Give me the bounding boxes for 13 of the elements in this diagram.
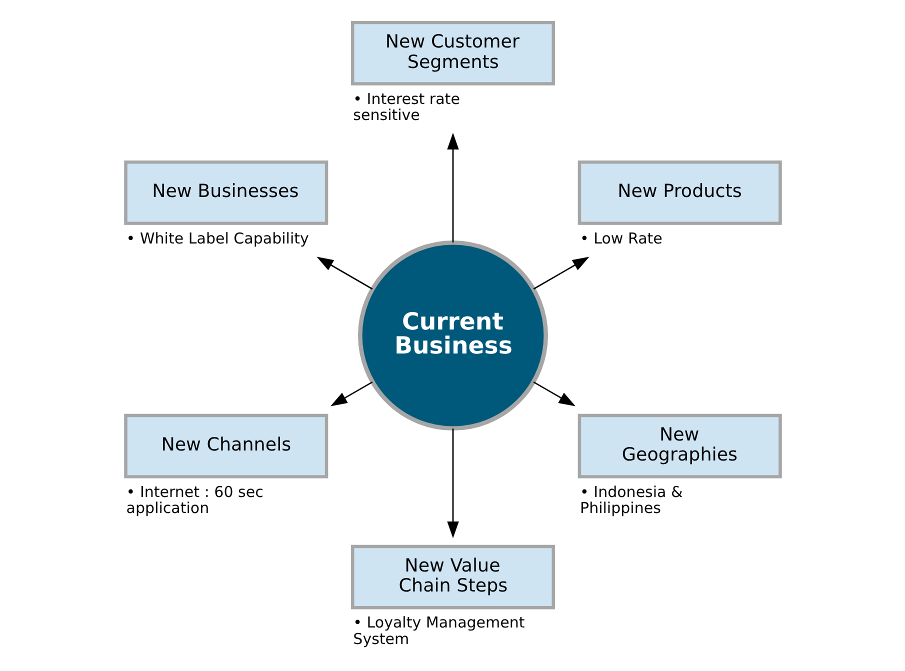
node-label: • Low Rate	[580, 229, 662, 248]
arrow	[532, 381, 576, 406]
arrow	[532, 256, 589, 290]
arrow	[330, 381, 372, 406]
node-circle: Current Business	[358, 240, 548, 430]
arrow	[446, 132, 458, 242]
arrow	[446, 428, 458, 538]
node-label: • Interest rate sensitive	[352, 90, 460, 124]
arrow	[316, 256, 372, 290]
node-label: • White Label Capability	[126, 229, 308, 248]
node-label: • Indonesia & Philippines	[580, 482, 682, 517]
node-label: • Internet : 60 sec application	[126, 482, 263, 517]
node-label: • Loyalty Management System	[352, 614, 524, 648]
